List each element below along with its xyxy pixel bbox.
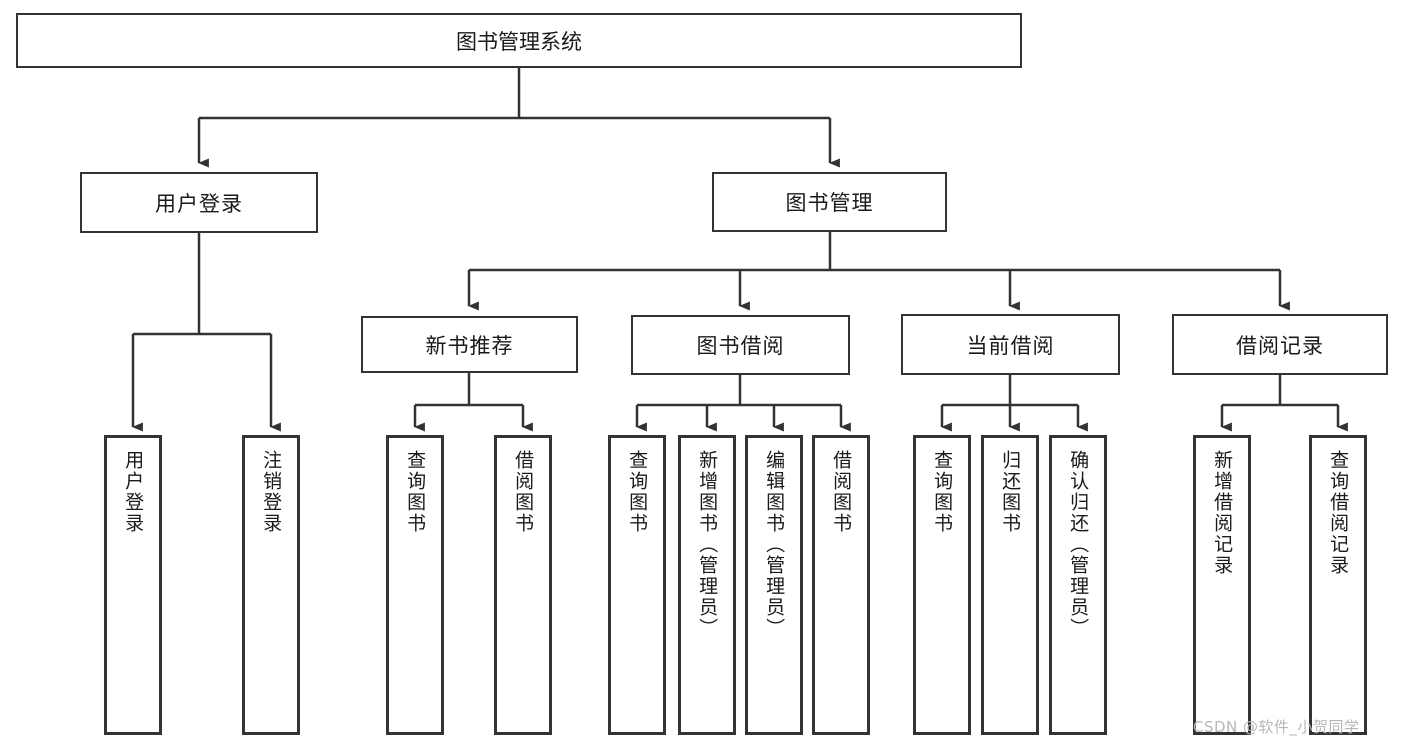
csdn-watermark: CSDN @软件_小贺同学 — [1193, 718, 1360, 736]
node-label: 新书推荐 — [425, 333, 514, 358]
node-leaf-borrow-book-1[interactable]: 借阅图书 — [494, 435, 552, 735]
node-label: 查询借阅记录 — [1327, 450, 1350, 576]
node-borrow-record[interactable]: 借阅记录 — [1172, 314, 1388, 375]
node-leaf-query-book-2[interactable]: 查询图书 — [608, 435, 666, 735]
node-label: 图书管理系统 — [456, 29, 582, 54]
node-leaf-add-book[interactable]: 新增图书（管理员） — [678, 435, 736, 735]
node-leaf-return-book[interactable]: 归还图书 — [981, 435, 1039, 735]
node-label: 借阅图书 — [512, 450, 535, 534]
node-label: 确认归还（管理员） — [1067, 450, 1090, 639]
node-label: 借阅记录 — [1236, 333, 1324, 358]
node-current-borrow[interactable]: 当前借阅 — [901, 314, 1120, 375]
node-label: 用户登录 — [155, 191, 243, 216]
node-label: 归还图书 — [999, 450, 1022, 534]
node-leaf-add-record[interactable]: 新增借阅记录 — [1193, 435, 1251, 735]
node-label: 查询图书 — [404, 450, 427, 534]
node-label: 当前借阅 — [966, 333, 1055, 358]
node-book-manage[interactable]: 图书管理 — [712, 172, 947, 232]
node-leaf-confirm-return[interactable]: 确认归还（管理员） — [1049, 435, 1107, 735]
node-leaf-query-record[interactable]: 查询借阅记录 — [1309, 435, 1367, 735]
node-leaf-query-book-1[interactable]: 查询图书 — [386, 435, 444, 735]
node-book-management-system[interactable]: 图书管理系统 — [16, 13, 1022, 68]
node-label: 图书管理 — [785, 191, 874, 215]
node-label: 编辑图书（管理员） — [763, 450, 786, 639]
node-leaf-query-book-3[interactable]: 查询图书 — [913, 435, 971, 735]
node-user-login[interactable]: 用户登录 — [80, 172, 318, 233]
node-leaf-logout[interactable]: 注销登录 — [242, 435, 300, 735]
node-label: 查询图书 — [931, 450, 954, 534]
node-label: 借阅图书 — [830, 450, 853, 534]
node-label: 新增图书（管理员） — [696, 450, 719, 639]
node-label: 用户登录 — [122, 450, 145, 534]
node-label: 图书借阅 — [696, 334, 785, 358]
node-leaf-borrow-book-2[interactable]: 借阅图书 — [812, 435, 870, 735]
node-leaf-edit-book[interactable]: 编辑图书（管理员） — [745, 435, 803, 735]
node-leaf-user-login[interactable]: 用户登录 — [104, 435, 162, 735]
node-book-borrow[interactable]: 图书借阅 — [631, 315, 850, 375]
node-label: 新增借阅记录 — [1211, 450, 1234, 576]
node-label: 注销登录 — [260, 450, 283, 534]
node-label: 查询图书 — [626, 450, 649, 534]
node-new-book-recommend[interactable]: 新书推荐 — [361, 316, 578, 373]
